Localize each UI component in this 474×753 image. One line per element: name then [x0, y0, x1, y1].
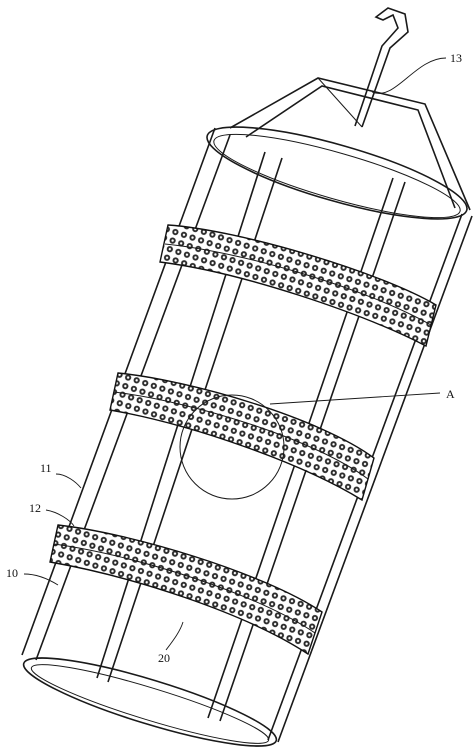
top-ring: [206, 126, 468, 220]
label-20: 20: [158, 651, 170, 665]
bead-ring-upper: [159, 224, 437, 348]
bead-ring-lower: [49, 524, 323, 656]
label-11: 11: [40, 461, 52, 475]
top-cone: [229, 77, 471, 211]
bead-ring-middle: [109, 372, 375, 502]
detail-circle-a: [179, 394, 285, 500]
label-10: 10: [6, 566, 18, 580]
label-a: A: [446, 387, 455, 401]
bottom-ring: [22, 657, 278, 747]
label-12: 12: [29, 501, 41, 515]
hanger-hook: [354, 7, 409, 128]
label-13: 13: [450, 51, 462, 65]
leader-lines: [23, 57, 447, 651]
